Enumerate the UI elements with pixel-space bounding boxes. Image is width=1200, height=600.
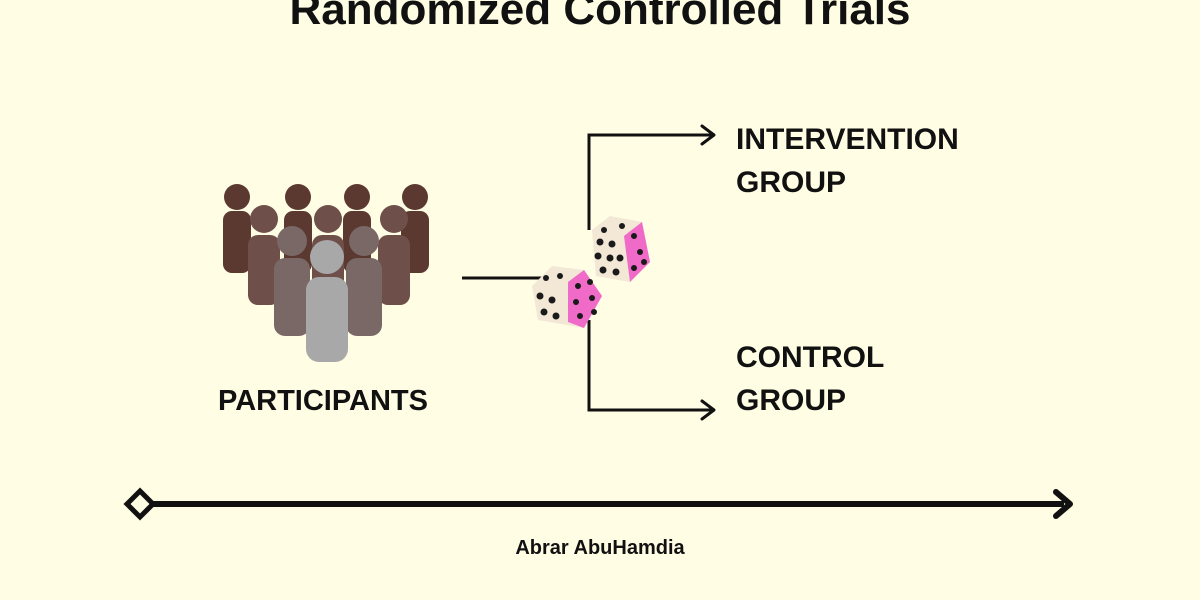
control-arrowhead-icon bbox=[700, 399, 716, 421]
lower-die bbox=[532, 266, 602, 328]
timeline bbox=[123, 487, 1073, 521]
dice-icon bbox=[532, 216, 650, 328]
timeline-start-diamond-icon bbox=[123, 487, 157, 521]
timeline-end-arrowhead-icon bbox=[1053, 489, 1073, 519]
intervention-label-line1: INTERVENTION bbox=[736, 123, 959, 156]
upper-die bbox=[592, 216, 650, 282]
page-title: Randomized Controlled Trials bbox=[289, 0, 911, 34]
people-group-icon bbox=[223, 184, 429, 362]
branch-lines bbox=[587, 133, 712, 412]
control-label-line2: GROUP bbox=[736, 384, 847, 417]
control-label-line1: CONTROL bbox=[736, 341, 885, 374]
author-credit: Abrar AbuHamdia bbox=[515, 537, 685, 559]
intervention-label-line2: GROUP bbox=[736, 166, 847, 199]
participants-label: PARTICIPANTS bbox=[218, 385, 428, 417]
intervention-arrowhead-icon bbox=[700, 124, 716, 146]
control-group-label: CONTROL GROUP bbox=[736, 336, 884, 422]
intervention-group-label: INTERVENTION GROUP bbox=[736, 118, 959, 204]
